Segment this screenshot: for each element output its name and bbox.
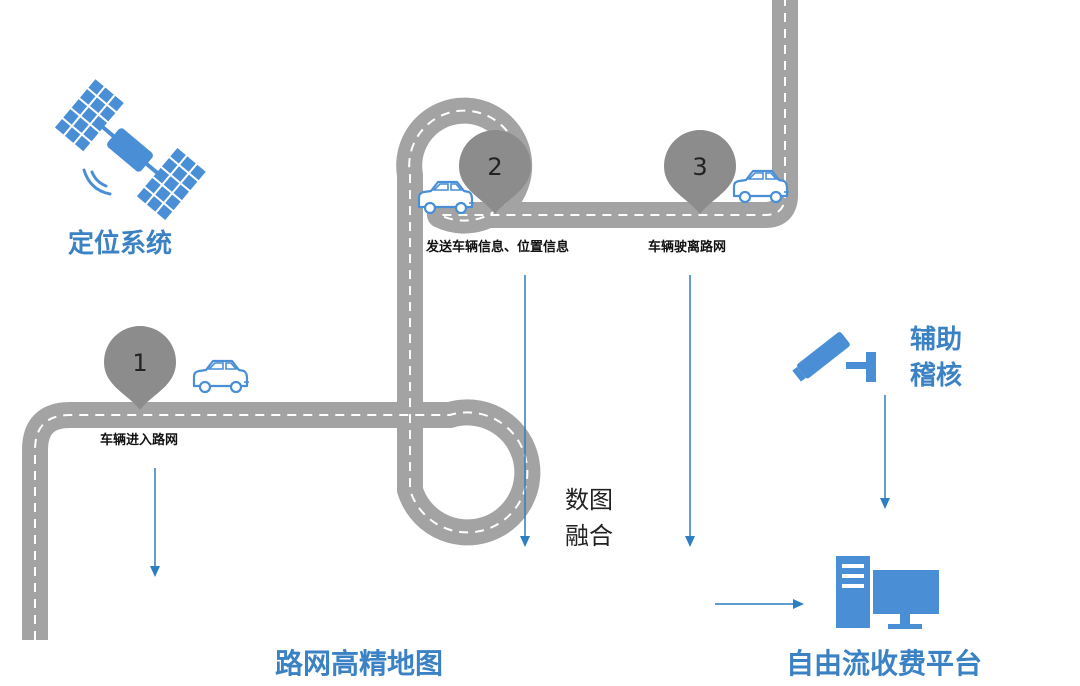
computer-icon <box>836 556 939 629</box>
arrow-step1-to-map <box>150 468 160 577</box>
step-marker-1: 1 <box>104 326 176 410</box>
step-caption-2: 发送车辆信息、位置信息 <box>425 239 569 255</box>
arrow-step2-down <box>520 275 530 547</box>
step-number-3: 3 <box>692 153 707 181</box>
step-number-2: 2 <box>487 153 502 181</box>
road-network <box>20 0 800 640</box>
car-icon <box>732 169 789 204</box>
arrow-to-platform <box>715 599 804 609</box>
step-caption-1: 车辆进入路网 <box>100 432 178 448</box>
car-icon <box>417 180 474 215</box>
satellite-icon <box>54 79 206 221</box>
data-fusion-label-line1: 数图 <box>565 486 613 514</box>
road-network-hd-map-label: 路网高精地图 <box>275 647 443 680</box>
step-caption-3: 车辆驶离路网 <box>648 239 726 255</box>
positioning-system-label: 定位系统 <box>68 228 172 259</box>
step-marker-2: 2 <box>459 130 531 214</box>
signal-waves-icon <box>82 168 112 196</box>
step-marker-3: 3 <box>664 130 736 214</box>
flow-arrows <box>150 275 890 609</box>
assist-audit-label-line2: 稽核 <box>910 360 962 391</box>
arrow-step3-down <box>685 275 695 547</box>
data-fusion-label-line2: 融合 <box>565 522 613 550</box>
surveillance-camera-icon <box>792 332 876 382</box>
assist-audit-label-line1: 辅助 <box>910 325 962 355</box>
step-number-1: 1 <box>132 349 147 377</box>
car-icon <box>192 359 249 394</box>
arrow-audit-down <box>880 395 890 509</box>
free-flow-platform-label: 自由流收费平台 <box>786 647 982 680</box>
